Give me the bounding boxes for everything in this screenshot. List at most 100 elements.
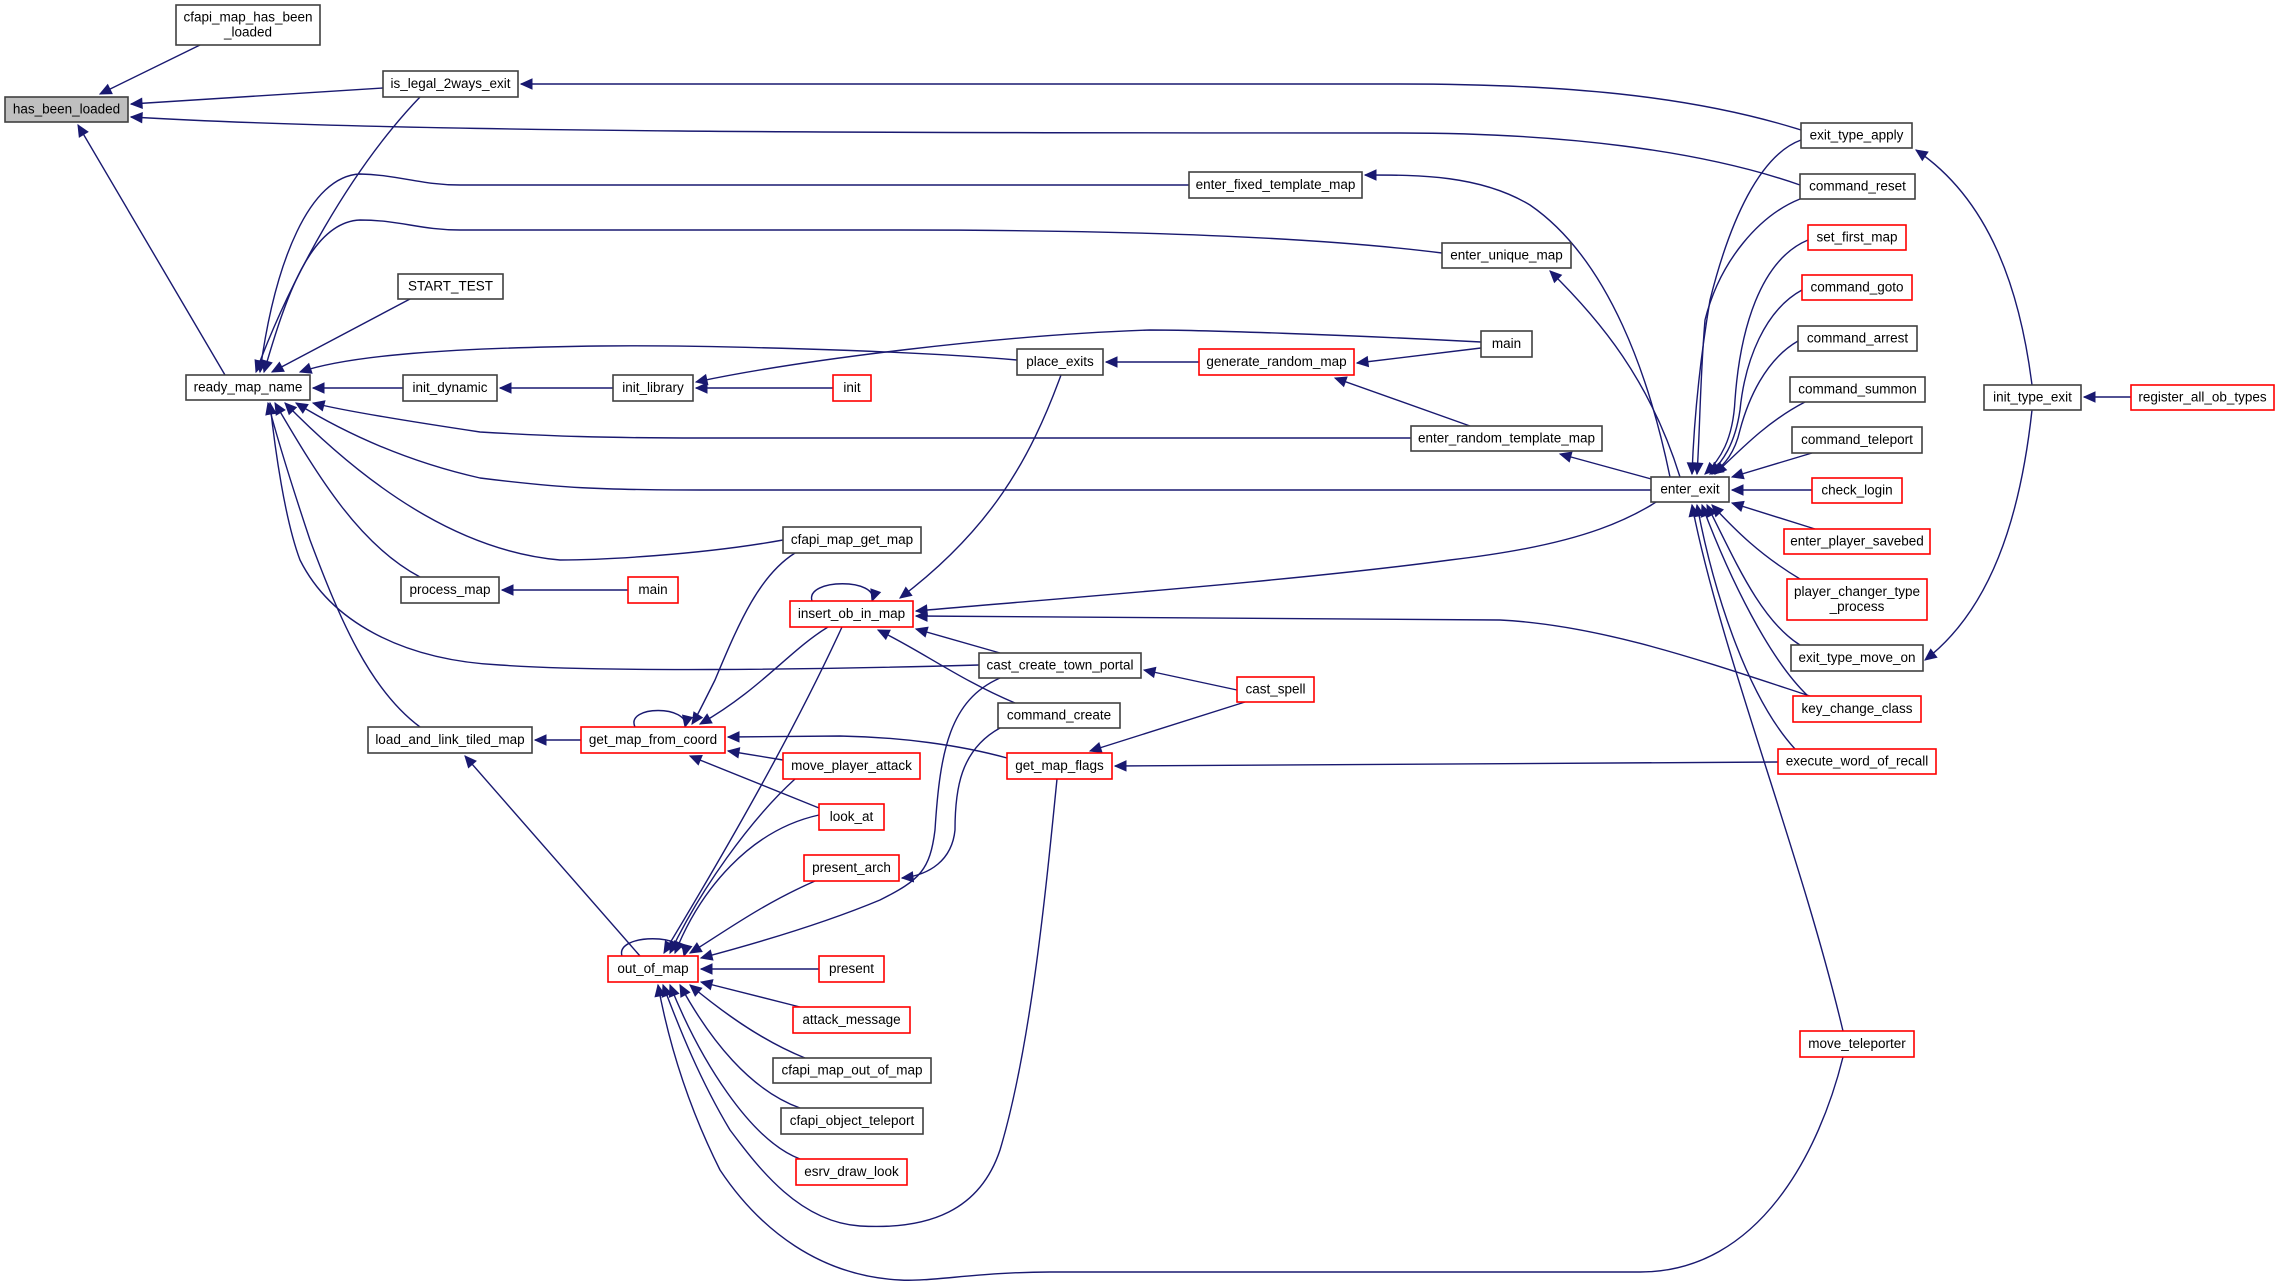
node-box[interactable] [1791,426,1923,454]
node-box[interactable] [803,854,900,882]
node-main-pm[interactable]: main [627,576,679,604]
node-init-dynamic[interactable]: init_dynamic [402,374,498,402]
node-attack-message[interactable]: attack_message [792,1006,911,1034]
node-box[interactable] [1811,477,1903,504]
node-box[interactable] [818,955,885,983]
node-move-player-attack[interactable]: move_player_attack [782,752,921,780]
node-command-summon[interactable]: command_summon [1789,376,1926,403]
node-enter-player-savebed[interactable]: enter_player_savebed [1783,528,1931,555]
node-check-login[interactable]: check_login [1811,477,1903,504]
node-box[interactable] [580,726,726,754]
node-box[interactable] [1792,695,1922,723]
node-enter-unique-map[interactable]: enter_unique_map [1441,242,1572,269]
node-box[interactable] [789,600,914,628]
node-generate-random-map[interactable]: generate_random_map [1198,348,1355,376]
node-is-legal-2ways-exit[interactable]: is_legal_2ways_exit [382,70,519,98]
node-box[interactable] [607,955,699,983]
node-box[interactable] [1801,274,1913,301]
node-enter-random-template-map[interactable]: enter_random_template_map [1410,425,1603,452]
node-insert-ob-in-map[interactable]: insert_ob_in_map [789,600,914,628]
node-START-TEST[interactable]: START_TEST [397,273,504,300]
node-box[interactable] [997,702,1121,729]
node-init-library[interactable]: init_library [612,374,694,402]
node-present-arch[interactable]: present_arch [803,854,900,882]
node-set-first-map[interactable]: set_first_map [1807,224,1907,251]
node-player-changer-type-process[interactable]: player_changer_type_process [1786,578,1928,621]
node-box[interactable] [832,374,872,402]
node-box[interactable] [1807,224,1907,251]
node-box[interactable] [1198,348,1355,376]
node-box[interactable] [1983,384,2082,411]
node-box[interactable] [397,273,504,300]
node-box[interactable] [792,1006,911,1034]
node-box[interactable] [1236,676,1315,703]
node-command-teleport[interactable]: command_teleport [1791,426,1923,454]
node-box[interactable] [185,374,311,401]
node-execute-word-of-recall[interactable]: execute_word_of_recall [1777,748,1937,775]
node-main-rm[interactable]: main [1480,330,1533,358]
node-box[interactable] [1797,325,1918,352]
node-get-map-from-coord[interactable]: get_map_from_coord [580,726,726,754]
node-box[interactable] [1777,748,1937,775]
node-box[interactable] [612,374,694,402]
node-box[interactable] [400,576,500,604]
node-box[interactable] [1016,348,1104,376]
node-init[interactable]: init [832,374,872,402]
node-box[interactable] [367,726,533,754]
node-ready-map-name[interactable]: ready_map_name [185,374,311,401]
node-box[interactable] [402,374,498,402]
node-command-arrest[interactable]: command_arrest [1797,325,1918,352]
node-box[interactable] [772,1057,932,1084]
node-box[interactable] [1786,578,1928,621]
node-box[interactable] [795,1158,908,1186]
node-box[interactable] [782,752,921,780]
node-key-change-class[interactable]: key_change_class [1792,695,1922,723]
node-box[interactable] [1790,644,1924,672]
node-box[interactable] [782,526,922,554]
node-box[interactable] [2130,384,2275,411]
node-box[interactable] [1006,752,1113,780]
node-box[interactable] [1799,1030,1915,1058]
node-cfapi-map-has-been-loaded[interactable]: cfapi_map_has_been_loaded [175,4,321,46]
node-process-map[interactable]: process_map [400,576,500,604]
node-box[interactable] [627,576,679,604]
node-box[interactable] [1480,330,1533,358]
node-cfapi-map-out-of-map[interactable]: cfapi_map_out_of_map [772,1057,932,1084]
node-box[interactable] [818,803,885,831]
node-out-of-map[interactable]: out_of_map [607,955,699,983]
node-box[interactable] [1188,171,1363,199]
node-cast-create-town-portal[interactable]: cast_create_town_portal [978,652,1142,679]
node-box[interactable] [4,96,129,123]
node-move-teleporter[interactable]: move_teleporter [1799,1030,1915,1058]
node-cfapi-object-teleport[interactable]: cfapi_object_teleport [780,1107,924,1135]
node-init-type-exit[interactable]: init_type_exit [1983,384,2082,411]
node-has-been-loaded[interactable]: has_been_loaded [4,96,129,123]
node-exit-type-move-on[interactable]: exit_type_move_on [1790,644,1924,672]
node-look-at[interactable]: look_at [818,803,885,831]
node-box[interactable] [1441,242,1572,269]
node-command-create[interactable]: command_create [997,702,1121,729]
node-cfapi-map-get-map[interactable]: cfapi_map_get_map [782,526,922,554]
node-box[interactable] [175,4,321,46]
node-enter-fixed-template-map[interactable]: enter_fixed_template_map [1188,171,1363,199]
node-box[interactable] [978,652,1142,679]
node-place-exits[interactable]: place_exits [1016,348,1104,376]
node-exit-type-apply[interactable]: exit_type_apply [1800,122,1913,149]
node-box[interactable] [1783,528,1931,555]
node-get-map-flags[interactable]: get_map_flags [1006,752,1113,780]
node-box[interactable] [1800,122,1913,149]
node-box[interactable] [1650,476,1730,503]
node-box[interactable] [1410,425,1603,452]
node-command-goto[interactable]: command_goto [1801,274,1913,301]
node-load-and-link-tiled-map[interactable]: load_and_link_tiled_map [367,726,533,754]
node-box[interactable] [1789,376,1926,403]
node-enter-exit[interactable]: enter_exit [1650,476,1730,503]
node-box[interactable] [382,70,519,98]
node-box[interactable] [780,1107,924,1135]
node-command-reset[interactable]: command_reset [1799,173,1916,200]
node-register-all-ob-types[interactable]: register_all_ob_types [2130,384,2275,411]
node-esrv-draw-look[interactable]: esrv_draw_look [795,1158,908,1186]
node-cast-spell[interactable]: cast_spell [1236,676,1315,703]
node-box[interactable] [1799,173,1916,200]
node-present[interactable]: present [818,955,885,983]
